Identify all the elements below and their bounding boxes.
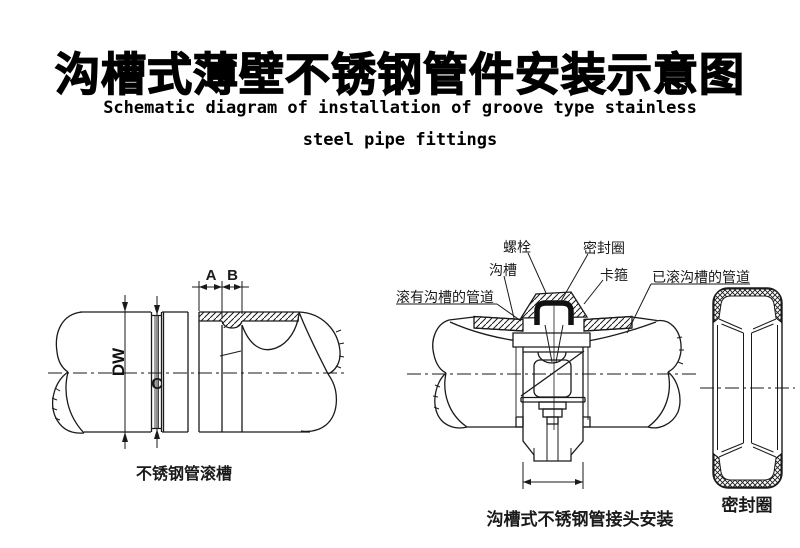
seal-ring-section-diagram	[700, 287, 795, 489]
caption-seal-ring: 密封圈	[721, 496, 773, 515]
dim-label-a: A	[205, 267, 217, 284]
caption-groove-rolling: 不锈钢管滚槽	[135, 466, 233, 483]
label-pipe-grooved-right: 已滚沟槽的管道	[652, 269, 750, 285]
caption-joint-installation: 沟槽式不锈钢管接头安装	[486, 510, 674, 529]
joint-installation-diagram	[396, 252, 750, 489]
label-clamp: 卡箍	[600, 267, 628, 283]
subtitle-line-1: Schematic diagram of installation of gro…	[103, 98, 697, 118]
label-seal-ring: 密封圈	[583, 240, 625, 256]
dim-label-b: B	[227, 267, 238, 284]
groove-rolling-diagram	[48, 281, 345, 449]
subtitle-line-2: steel pipe fittings	[302, 130, 498, 150]
dim-label-dw: DW	[109, 347, 128, 377]
label-bolt: 螺栓	[503, 239, 531, 255]
page-title: 沟槽式薄壁不锈钢管件安装示意图	[54, 48, 745, 100]
label-groove: 沟槽	[489, 262, 517, 278]
label-pipe-grooved-left: 滚有沟槽的管道	[396, 289, 494, 305]
dim-label-c: C	[151, 376, 163, 393]
